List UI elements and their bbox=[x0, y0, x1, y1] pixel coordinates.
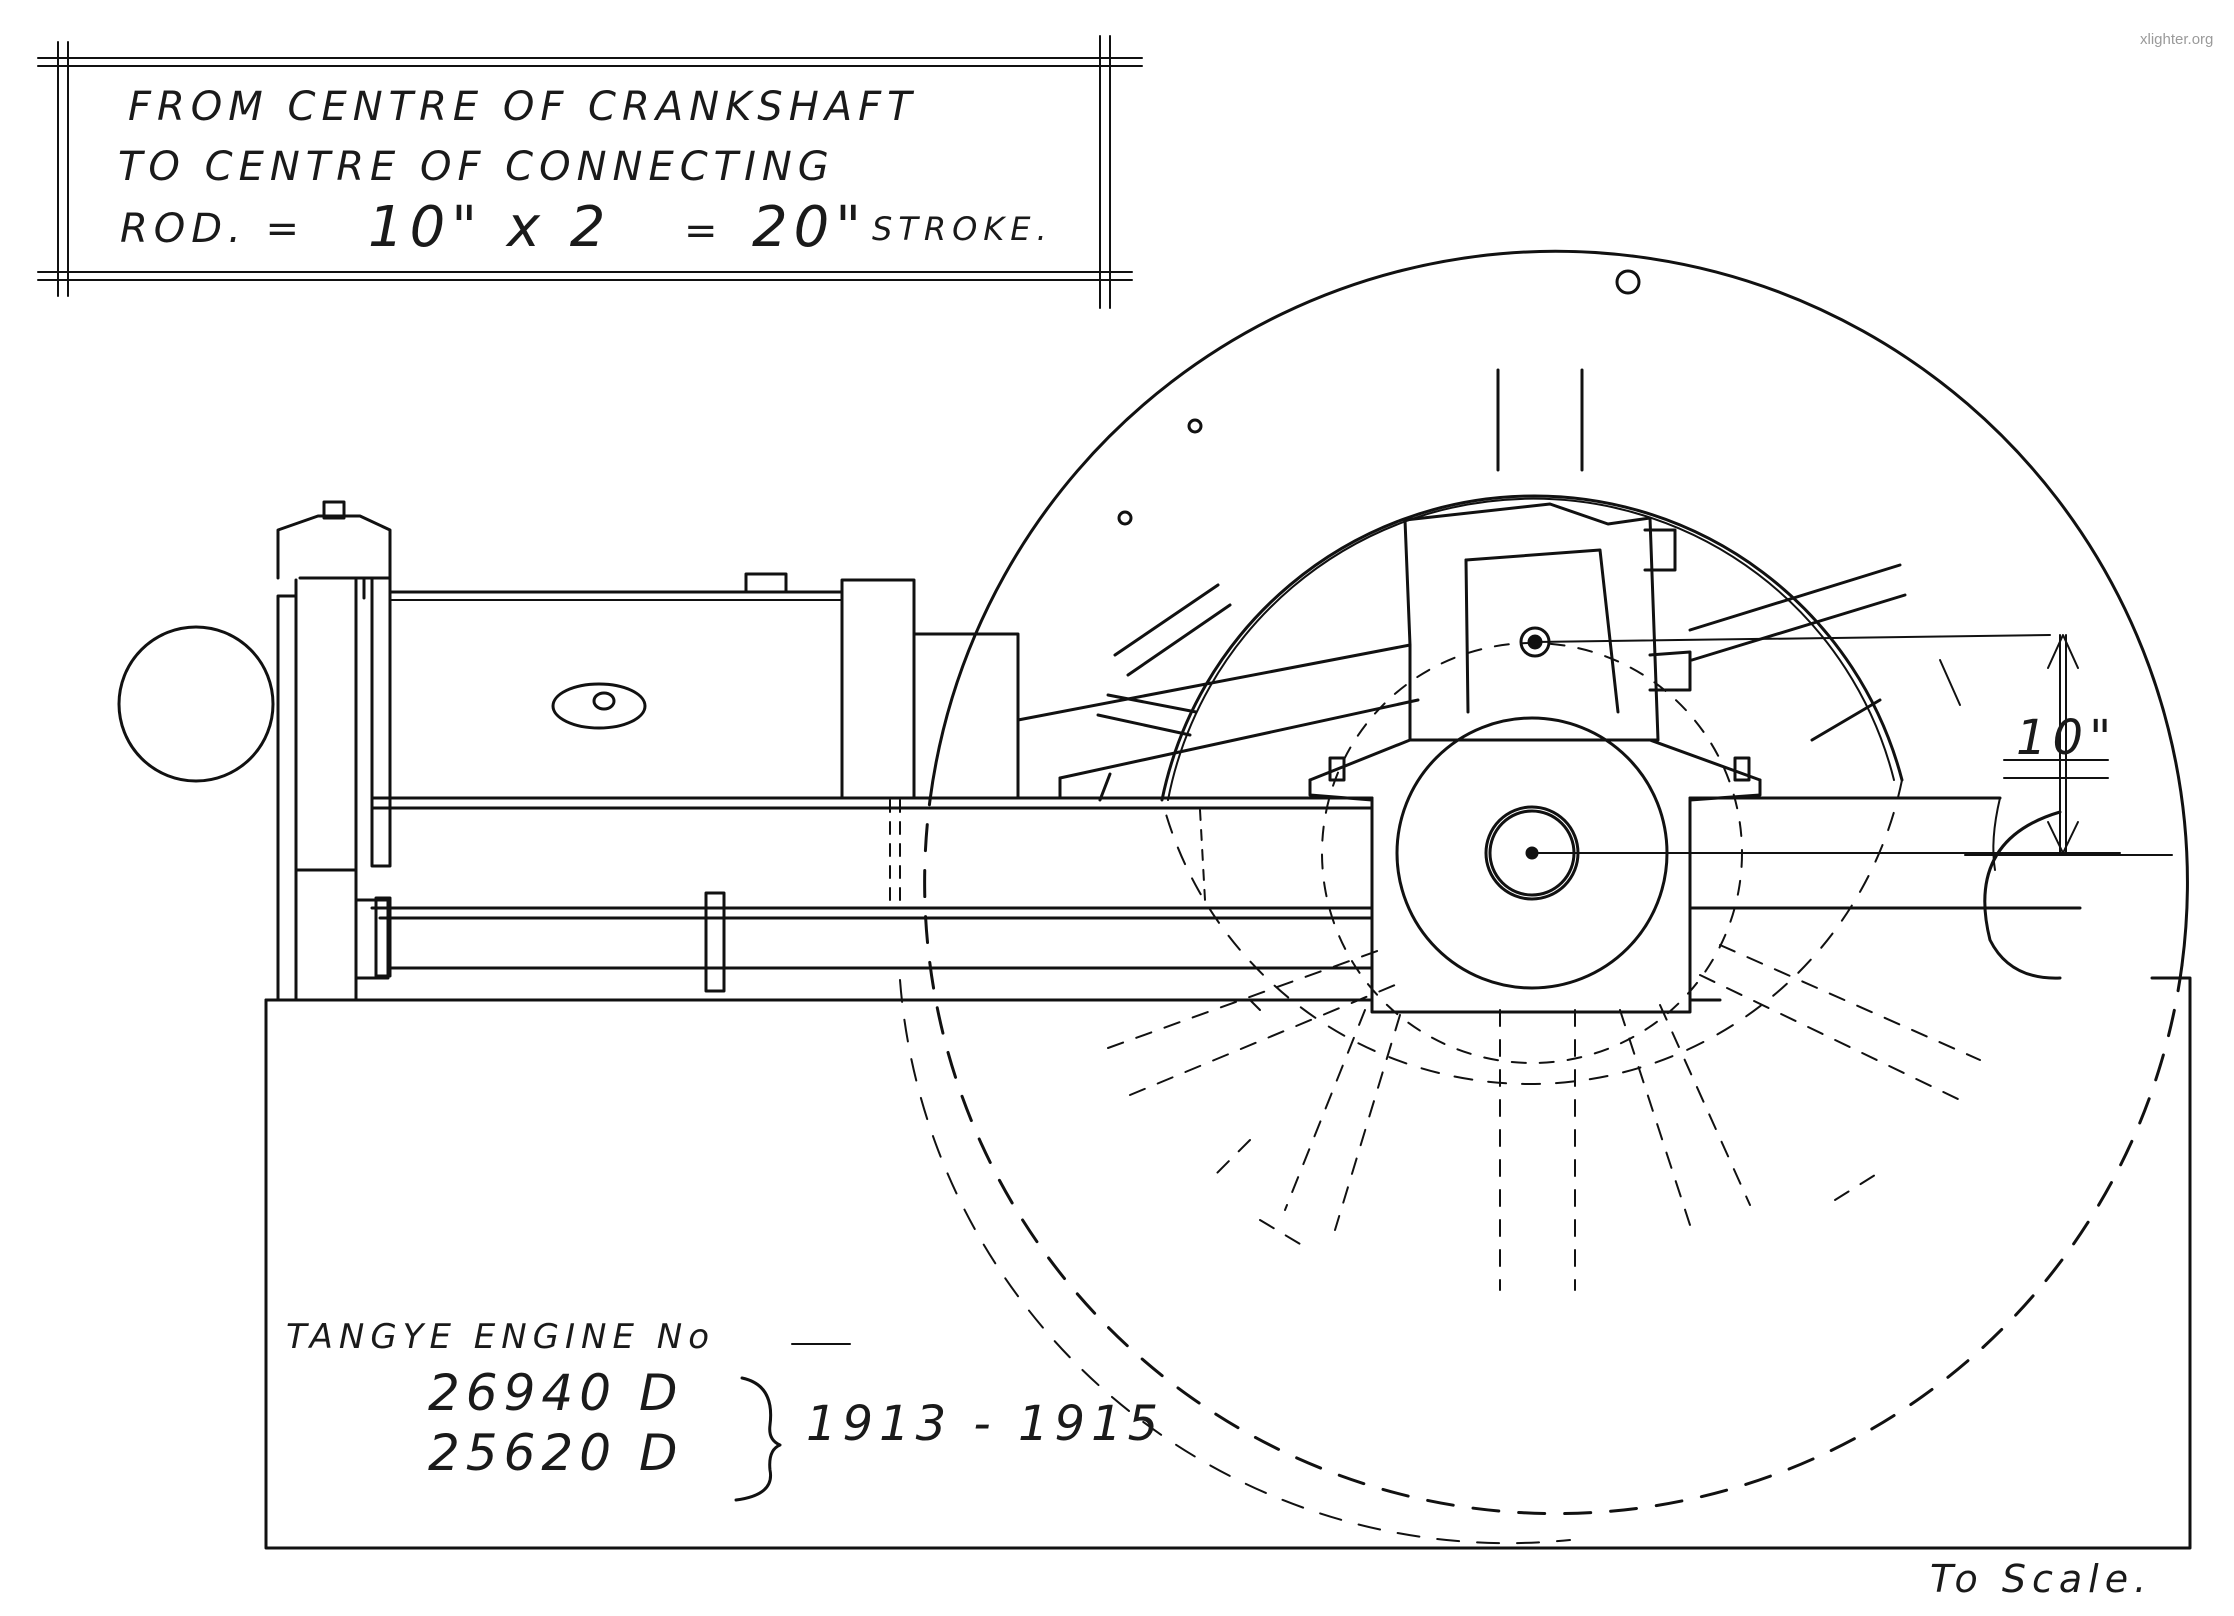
note-line-1: FROM CENTRE OF CRANKSHAFT bbox=[128, 84, 918, 130]
note-line-3-stroke-word: STROKE. bbox=[872, 210, 1053, 248]
brace-symbol bbox=[734, 1376, 782, 1502]
note-line-2: TO CENTRE OF CONNECTING bbox=[118, 144, 835, 190]
dimension-marker bbox=[2003, 634, 2109, 854]
note-line-3-formula: 10" x 2 bbox=[368, 195, 611, 260]
note-line-3-prefix: ROD. = bbox=[120, 206, 305, 252]
engine-number-1: 26940 D bbox=[428, 1364, 683, 1422]
pulley-disc bbox=[117, 625, 275, 783]
main-frame bbox=[370, 796, 2173, 993]
note-box bbox=[37, 35, 1143, 309]
engine-number-2: 25620 D bbox=[428, 1424, 683, 1482]
scale-note: To Scale. bbox=[1930, 1557, 2152, 1601]
watermark-text: xlighter.org bbox=[2140, 31, 2213, 48]
dimension-label: 10" bbox=[2016, 710, 2117, 766]
note-line-3-stroke-value: 20" bbox=[752, 195, 867, 260]
note-line-3-equals: = bbox=[684, 208, 724, 254]
cylinder bbox=[276, 500, 1020, 1002]
connecting-rod bbox=[1016, 502, 1751, 802]
bed-plate bbox=[264, 976, 2192, 1550]
engine-years: 1913 - 1915 bbox=[806, 1396, 1164, 1452]
engine-heading: TANGYE ENGINE No bbox=[286, 1317, 715, 1357]
engine-id-block: TANGYE ENGINE No 26940 D 25620 D 1913 - … bbox=[286, 1317, 1164, 1502]
main-bearing bbox=[1308, 634, 2121, 1014]
